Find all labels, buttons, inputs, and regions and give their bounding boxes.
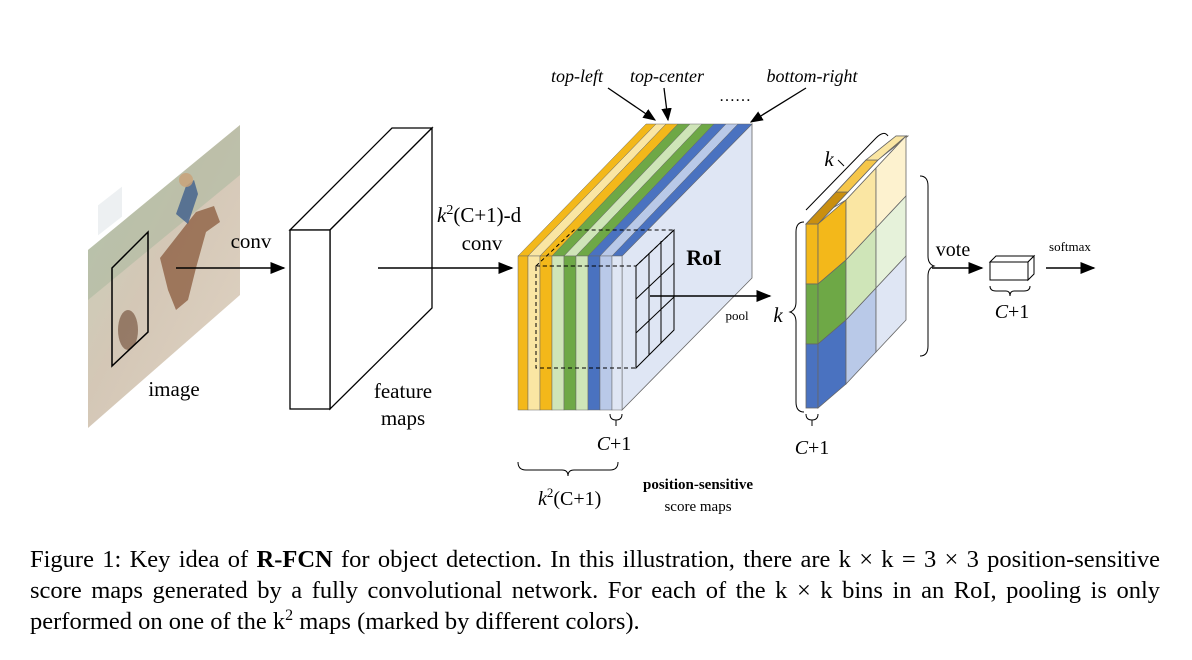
bottom-right-label: bottom-right: [766, 66, 858, 86]
top-left-label: top-left: [551, 66, 604, 86]
score-maps-stack: [517, 123, 753, 411]
brace-c1-grid: [805, 413, 819, 426]
caption-prefix: Figure 1: Key idea of: [30, 546, 257, 573]
arrow-bottom-right: [749, 87, 807, 123]
conv-label: conv: [231, 229, 272, 253]
c1-grid-label: C+1: [795, 437, 830, 459]
c1-vec-label: C+1: [995, 301, 1030, 323]
k-side-label: k: [773, 303, 783, 327]
image-label: image: [148, 377, 199, 401]
ellipsis-label: ……: [719, 88, 751, 105]
pool-label: pool: [725, 308, 749, 323]
ps-label-1: position-sensitive: [643, 477, 753, 493]
k2c1-label: k2(C+1): [538, 485, 601, 510]
vote-label: vote: [936, 239, 971, 261]
top-center-label: top-center: [630, 66, 705, 86]
brace-k-top: [805, 132, 889, 211]
c1-maps-label: C+1: [597, 433, 632, 455]
ps-label-2: score maps: [664, 499, 731, 515]
arrow-top-left: [607, 87, 657, 121]
roi-box: [534, 228, 676, 370]
feature-maps-label-2: maps: [381, 406, 425, 430]
brace-k-side: [788, 221, 805, 413]
caption-rest: for object detection. In this illustrati…: [30, 546, 1160, 635]
roi-label: RoI: [686, 245, 721, 270]
brace-k2c1: [517, 461, 619, 477]
k2conv-label-2: conv: [462, 231, 503, 255]
caption-sup: 2: [285, 606, 294, 624]
brace-c1-vec: [989, 285, 1031, 297]
input-image: [88, 125, 240, 428]
caption-end: maps (marked by different colors).: [293, 608, 640, 635]
pooled-grid: [805, 134, 910, 409]
softmax-label: softmax: [1049, 239, 1091, 254]
brace-vote: [919, 175, 936, 357]
brace-c1-maps: [609, 413, 623, 426]
arrow-top-center: [661, 87, 672, 122]
feature-maps-label-1: feature: [374, 379, 432, 403]
rfcn-diagram: image conv feature maps k2(C+1)-d conv: [88, 66, 1096, 515]
figure-caption: Figure 1: Key idea of R-FCN for object d…: [30, 544, 1160, 637]
score-vector: [988, 254, 1036, 282]
k-top-label: k: [824, 147, 834, 171]
caption-bold: R-FCN: [256, 546, 333, 573]
k2conv-label: k2(C+1)-d: [437, 203, 522, 227]
